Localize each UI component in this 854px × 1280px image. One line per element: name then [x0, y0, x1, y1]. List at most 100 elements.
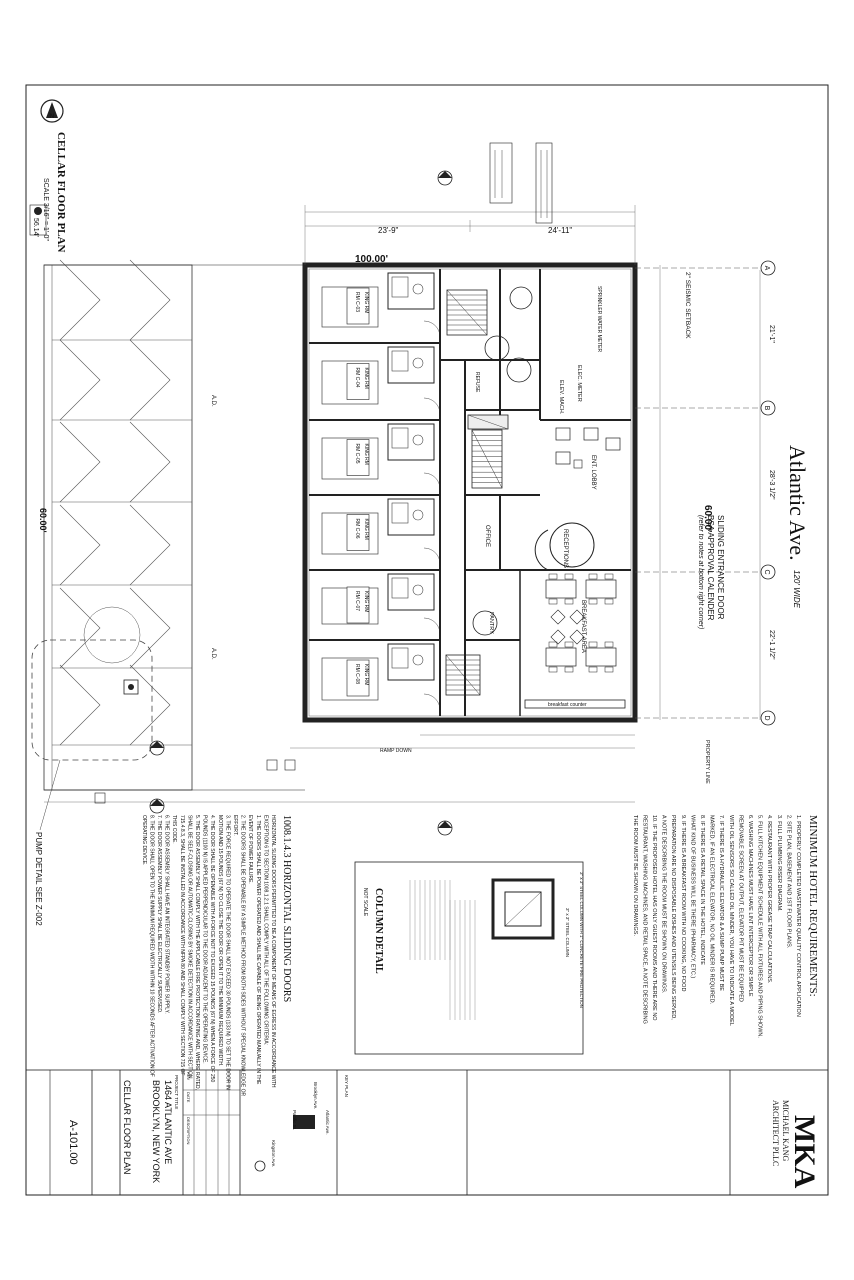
svg-text:Kingston Ave.: Kingston Ave. — [271, 1140, 276, 1167]
room-reception: RECEPTIONS — [562, 529, 568, 568]
guest-room-number: RM C-05 — [354, 444, 360, 464]
guest-room-number: RM C-04 — [354, 368, 360, 388]
requirement-item: 8. IF THERE IS A RETAIL SPACE IN THE HOT… — [699, 815, 705, 965]
sliding-door-item: 5. THE DOOR ASSEMBLY SHALL COMPLY WITH T… — [194, 815, 200, 1090]
requirement-item: 9. IF THERE IS A BREAKFAST ROOM WITH NO … — [680, 815, 686, 991]
requirement-item: 1. PROPERLY COMPLETED WASTEWATER QUALITY… — [795, 815, 801, 1017]
svg-text:Atlantic Ave.: Atlantic Ave. — [325, 1110, 330, 1135]
guest-room-type: KING RM — [363, 292, 369, 313]
svg-text:A.D.: A.D. — [210, 648, 216, 660]
guest-room-type: KING RM — [363, 444, 369, 465]
requirement-item: 7. IF THERE IS A HYDRAULIC ELEVATOR & A … — [718, 815, 724, 991]
sliding-door-item: HORIZONTAL SLIDING DOORS PERMITTED TO BE… — [270, 815, 276, 1088]
dim-bay-1: 21'-1" — [768, 325, 775, 343]
svg-text:DESCRIPTION: DESCRIPTION — [186, 1117, 191, 1144]
requirements-title: MINIMUM HOTEL REQUIREMENTS: — [807, 815, 819, 997]
dim-seg-1: 23'-9" — [378, 226, 399, 235]
requirement-item: REMOVABLE SCREEN AT OUTPUT, ELEVATOR PIT… — [737, 815, 743, 1002]
sliding-door-item: 715.4.8.3, SHALL BE INSTALLED IN ACCORDA… — [179, 815, 185, 1075]
requirement-item: WITH OIL SENSORS SO CALLED OIL MINDER, Y… — [728, 815, 734, 1026]
property-line: PROPERTY LINE — [704, 740, 710, 784]
requirement-item: 2. SITE PLAN, BASEMENT AND 1ST FLOOR PLA… — [785, 815, 791, 949]
sliding-door-item: EVENT OF POWER FAILURE. — [247, 815, 253, 884]
requirement-item: MARKED, IF AN ELECTRICAL ELEVATOR, NO OI… — [709, 815, 715, 1005]
firm-logo: MKA — [788, 1115, 821, 1189]
sliding-door-item: 8. THE DOOR SHALL OPEN TO THE MINIMUM RE… — [148, 815, 154, 1077]
room-breakfast: BREAKFAST AREA — [580, 600, 586, 653]
dimensions: 23'-9" 24'-11" 100.00' 60.00' 21'-1" 28'… — [44, 205, 775, 803]
requirement-item: A NOTE DESCRIBING THE ROOM MUST BE SHOWN… — [661, 815, 667, 994]
requirement-item: 4. RESTAURANT WITH PROPER GREASE TRAP CA… — [766, 815, 772, 984]
street-name: Atlantic Ave. — [785, 445, 810, 561]
stair-north — [446, 289, 488, 336]
dim-bay-3: 22'-1 1/2" — [768, 630, 775, 660]
room-pantry: PANTRY — [488, 612, 494, 634]
room-refuse: REFUSE — [474, 372, 480, 393]
sliding-door-item: MOTION AND 15 POUNDS (67 N) TO CLOSE THE… — [217, 815, 223, 1066]
dim-seg-2: 24'-11" — [548, 226, 572, 235]
svg-text:N: N — [50, 114, 54, 120]
room-elev-mach: ELEV. MACH. — [558, 380, 564, 415]
room-ent-lobby: ENT. LOBBY — [590, 455, 596, 490]
svg-text:Brooklyn Ave.: Brooklyn Ave. — [313, 1082, 318, 1109]
stair-middle — [471, 429, 503, 489]
svg-text:3" x 3" STEEL COLUMN: 3" x 3" STEEL COLUMN — [565, 908, 570, 957]
firm-name-2: ARCHITECT PLLC — [771, 1100, 780, 1166]
minimum-hotel-requirements: MINIMUM HOTEL REQUIREMENTS: 1. PROPERLY … — [632, 815, 819, 1038]
foundation-hatch — [43, 259, 305, 791]
entrance-note: SLIDING ENTRANCE DOOR BSA APPROVAL CALEN… — [697, 515, 725, 629]
grid-bubble-label: D — [763, 715, 770, 720]
pump-detail: PUMP DETAIL SEE Z-002 — [31, 606, 153, 926]
room-elec-meter: ELEC. METER — [576, 365, 582, 402]
svg-text:DATE: DATE — [186, 1092, 191, 1103]
requirement-item: 6. WASHING MACHINES MUST HAVE LINT INTER… — [747, 815, 753, 997]
guest-room-number: RM C-07 — [354, 591, 360, 611]
guest-room-type: KING RM — [363, 368, 369, 389]
plan-title: CELLAR FLOOR PLAN — [55, 132, 67, 252]
svg-text:3" x 3" STEEL COLUMN WITH 1" C: 3" x 3" STEEL COLUMN WITH 1" CONCRETE FI… — [579, 872, 584, 1008]
title-block: REV DATE DESCRIPTION MKA MICHAEL KANG AR… — [25, 1069, 829, 1196]
svg-text:56.14': 56.14' — [32, 218, 39, 237]
sliding-door-spec: 1008.1.4.3 HORIZONTAL SLIDING DOORS HORI… — [141, 815, 292, 1096]
dim-top-total: 100.00' — [355, 254, 388, 265]
sliding-door-item: 7. THE DOOR ASSEMBLY POWER SUPPLY SHALL … — [156, 815, 162, 1013]
svg-text:NOT SCALE: NOT SCALE — [362, 888, 368, 917]
svg-text:(refer to notes at bottom righ: (refer to notes at bottom right corner) — [697, 515, 704, 629]
sliding-door-item: 6. THE DOOR ASSEMBLY SHALL HAVE AN INTEG… — [164, 815, 170, 1014]
top-note-box — [489, 142, 553, 224]
sliding-door-item: 4. THE DOOR SHALL BE OPENABLE WITH A FOR… — [209, 815, 215, 1083]
sliding-door-item: POUNDS (1100 N) IS APPLIED PERPENDICULAR… — [202, 815, 208, 1064]
guest-room-type: KING RM — [363, 591, 369, 612]
requirement-item: PREPARATION ARE NO DISPOSABLE DISHES AND… — [670, 815, 676, 1020]
firm-name: MICHAEL KANG — [781, 1100, 790, 1161]
dim-right-total: 60.00' — [702, 505, 713, 532]
svg-text:KEY PLAN: KEY PLAN — [344, 1075, 349, 1097]
guest-room-number: RM C-08 — [354, 664, 360, 684]
building-plan — [302, 262, 638, 723]
grid-bubble-label: C — [763, 569, 770, 574]
column-detail-title: COLUMN DETAIL — [373, 888, 384, 974]
room-office: OFFICE — [484, 525, 490, 547]
requirement-item: THE ROOM MUST BE SHOWN ON DRAWINGS. — [632, 815, 638, 936]
sliding-door-item: THIS CODE. — [171, 815, 177, 844]
sliding-door-item: EFFORT. — [232, 815, 238, 836]
pump-detail-label: PUMP DETAIL SEE Z-002 — [34, 832, 43, 926]
sliding-door-item: 1. THE DOORS SHALL BE POWER OPERATED AND… — [255, 815, 261, 1085]
ramp-down: RAMP DOWN — [380, 748, 412, 754]
drawing-number: A-101.00 — [67, 1120, 79, 1165]
svg-text:REV: REV — [186, 1072, 191, 1081]
street-width: 120' WIDE — [792, 570, 801, 609]
seismic-setback: 2" SEISMIC SETBACK — [684, 272, 691, 339]
requirement-item: 10. IF THE PROPOSED HOTEL HAS ONLY GUEST… — [651, 815, 657, 1021]
drawing-title: CELLAR FLOOR PLAN — [122, 1080, 132, 1175]
sliding-door-item: EXCEPTION 6 TO SECTION 1008.1.2.1 SHALL … — [262, 815, 268, 1045]
requirement-item: 5. FULL KITCHEN EQUIPMENT SCHEDULE WITH … — [757, 815, 763, 1038]
requirement-item: WHAT KIND OF BUSINESS WILL BE THERE (PHA… — [689, 815, 695, 978]
requirement-item: RESTAURANT, WASHING MACHINES, AND RETAIL… — [641, 815, 647, 1024]
svg-text:SLIDING ENTRANCE DOOR: SLIDING ENTRANCE DOOR — [716, 515, 725, 620]
sliding-door-title: 1008.1.4.3 HORIZONTAL SLIDING DOORS — [281, 815, 292, 1002]
requirement-item: 3. FULL PLUMBING RISER DIAGRAM. — [776, 815, 782, 912]
guest-room-type: KING RM — [363, 664, 369, 685]
